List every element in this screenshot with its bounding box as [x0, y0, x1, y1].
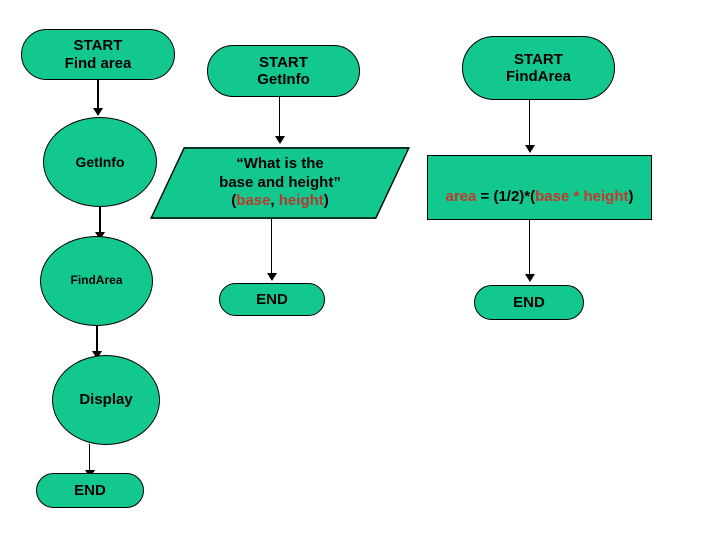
area-formula-text: area = (1/2)*(base * height)	[445, 170, 633, 205]
node-start-getinfo[interactable]: START GetInfo	[207, 45, 360, 97]
node-end-getinfo[interactable]: END	[219, 283, 325, 316]
connector-formula-to-endfindarea	[529, 220, 530, 278]
node-area-formula[interactable]: area = (1/2)*(base * height)	[427, 155, 652, 220]
arrowhead-startgetinfo-to-prompt	[275, 136, 285, 144]
area-formula-operator: = (1/2)*(	[476, 187, 536, 205]
connector-prompt-to-endgetinfo	[271, 219, 272, 277]
node-prompt-io[interactable]: “What is the base and height” (base, hei…	[150, 147, 410, 219]
prompt-io-line-2: base and height”	[219, 173, 341, 191]
connector-display-to-end	[89, 444, 90, 476]
prompt-io-paren-close: )	[323, 192, 329, 210]
prompt-io-var-base: base	[236, 192, 271, 210]
prompt-io-line-3: (base, height)	[219, 192, 341, 211]
prompt-io-comma: ,	[270, 192, 279, 210]
area-formula-paren-close: )	[628, 187, 634, 205]
area-formula-lhs: area	[445, 187, 477, 205]
arrowhead-prompt-to-endgetinfo	[267, 273, 277, 281]
connector-startfindarea-to-formula	[529, 99, 530, 149]
node-end-findarea[interactable]: END	[474, 285, 584, 320]
connector-start-to-getinfo	[97, 80, 99, 110]
connector-findarea-to-display	[96, 325, 98, 355]
connector-startgetinfo-to-prompt	[279, 96, 280, 140]
node-start-find-area[interactable]: START Find area	[21, 29, 175, 80]
node-getinfo-call[interactable]: GetInfo	[43, 117, 157, 207]
area-formula-vars: base * height	[535, 187, 629, 205]
connector-getinfo-to-findarea	[99, 206, 101, 236]
prompt-io-text: “What is the base and height” (base, hei…	[219, 155, 341, 211]
node-findarea-call[interactable]: FindArea	[40, 236, 153, 326]
node-end-main[interactable]: END	[36, 473, 144, 508]
arrowhead-formula-to-endfindarea	[525, 274, 535, 282]
prompt-io-line-1: “What is the	[236, 154, 324, 172]
prompt-io-var-height: height	[278, 192, 324, 210]
arrowhead-start-to-getinfo	[93, 108, 103, 116]
arrowhead-startfindarea-to-formula	[525, 145, 535, 153]
node-start-findarea[interactable]: START FindArea	[462, 36, 615, 100]
node-display-call[interactable]: Display	[52, 355, 160, 445]
